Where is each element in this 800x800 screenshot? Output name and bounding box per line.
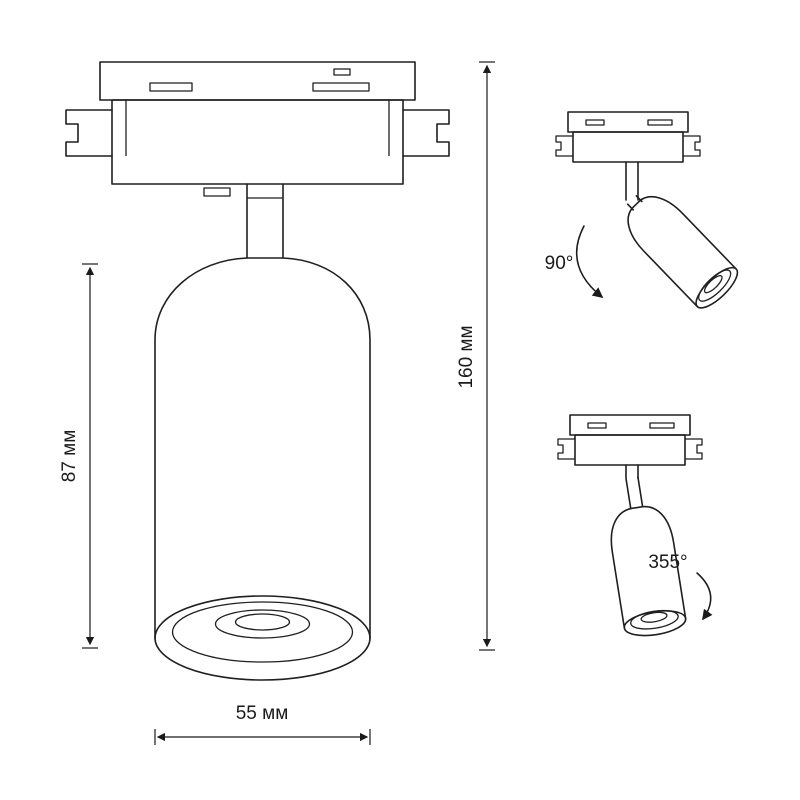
lamp-rim-outer — [695, 266, 739, 309]
tilt-angle-label: 90° — [545, 253, 574, 274]
adapter-body — [574, 434, 686, 466]
tilt-view: 90° — [545, 111, 739, 309]
dimension-body-height: 87 мм — [59, 263, 98, 649]
lamp-shell — [610, 505, 687, 629]
mounting-clip-right — [685, 438, 703, 460]
lamp-rim-inner — [630, 609, 679, 630]
stem-rotation — [625, 464, 639, 479]
lamp-body-front — [154, 257, 371, 681]
lamp-shell — [154, 257, 371, 639]
rotation-arrow — [696, 572, 713, 621]
lamp-body-tilted — [626, 195, 739, 309]
lens — [703, 275, 723, 294]
mounting-clip-left — [65, 109, 113, 157]
lamp-body-rotated — [610, 476, 687, 637]
adapter-slot-right — [647, 119, 673, 126]
dimensions: 87 мм 160 мм 55 мм — [59, 61, 495, 745]
lamp-rim-outer — [154, 595, 371, 681]
tilt-arrow — [576, 225, 604, 298]
adapter-slot-right — [649, 422, 675, 429]
adapter-top-plate — [99, 61, 416, 101]
mounting-clip-right — [402, 109, 450, 157]
dimension-diameter: 55 мм — [154, 703, 371, 745]
dimension-label-body-height: 87 мм — [59, 430, 80, 483]
stem-front — [246, 183, 284, 259]
lamp-rim-inner — [698, 269, 732, 302]
lens — [640, 611, 668, 623]
dimension-label-total-height: 160 мм — [456, 325, 477, 388]
adapter-slot-right — [312, 82, 370, 92]
adapter-slot-small — [333, 68, 351, 76]
lamp-shell — [627, 196, 737, 308]
pivot-bracket — [203, 187, 231, 197]
lens-front — [214, 609, 311, 639]
main-view — [65, 61, 450, 681]
dimension-total-height: 160 мм — [456, 61, 495, 651]
led-front — [234, 613, 291, 631]
adapter-body — [572, 131, 684, 163]
lamp-rim-outer — [623, 610, 687, 637]
rotation-view: 355° — [557, 414, 713, 637]
lamp-rim-inner — [171, 601, 354, 663]
mounting-clip-left — [555, 135, 573, 157]
stem-tilt — [625, 161, 639, 201]
adapter-slot-left — [585, 119, 605, 126]
track-adapter-rotation — [557, 414, 703, 466]
adapter-body — [111, 99, 404, 185]
rotation-angle-label: 355° — [648, 552, 687, 573]
track-adapter-front — [65, 61, 450, 197]
adapter-slot-left — [587, 422, 607, 429]
mounting-clip-left — [557, 438, 575, 460]
track-adapter-tilt — [555, 111, 701, 163]
mounting-clip-right — [683, 135, 701, 157]
dimension-label-diameter: 55 мм — [236, 703, 289, 724]
adapter-slot-left — [149, 82, 193, 92]
